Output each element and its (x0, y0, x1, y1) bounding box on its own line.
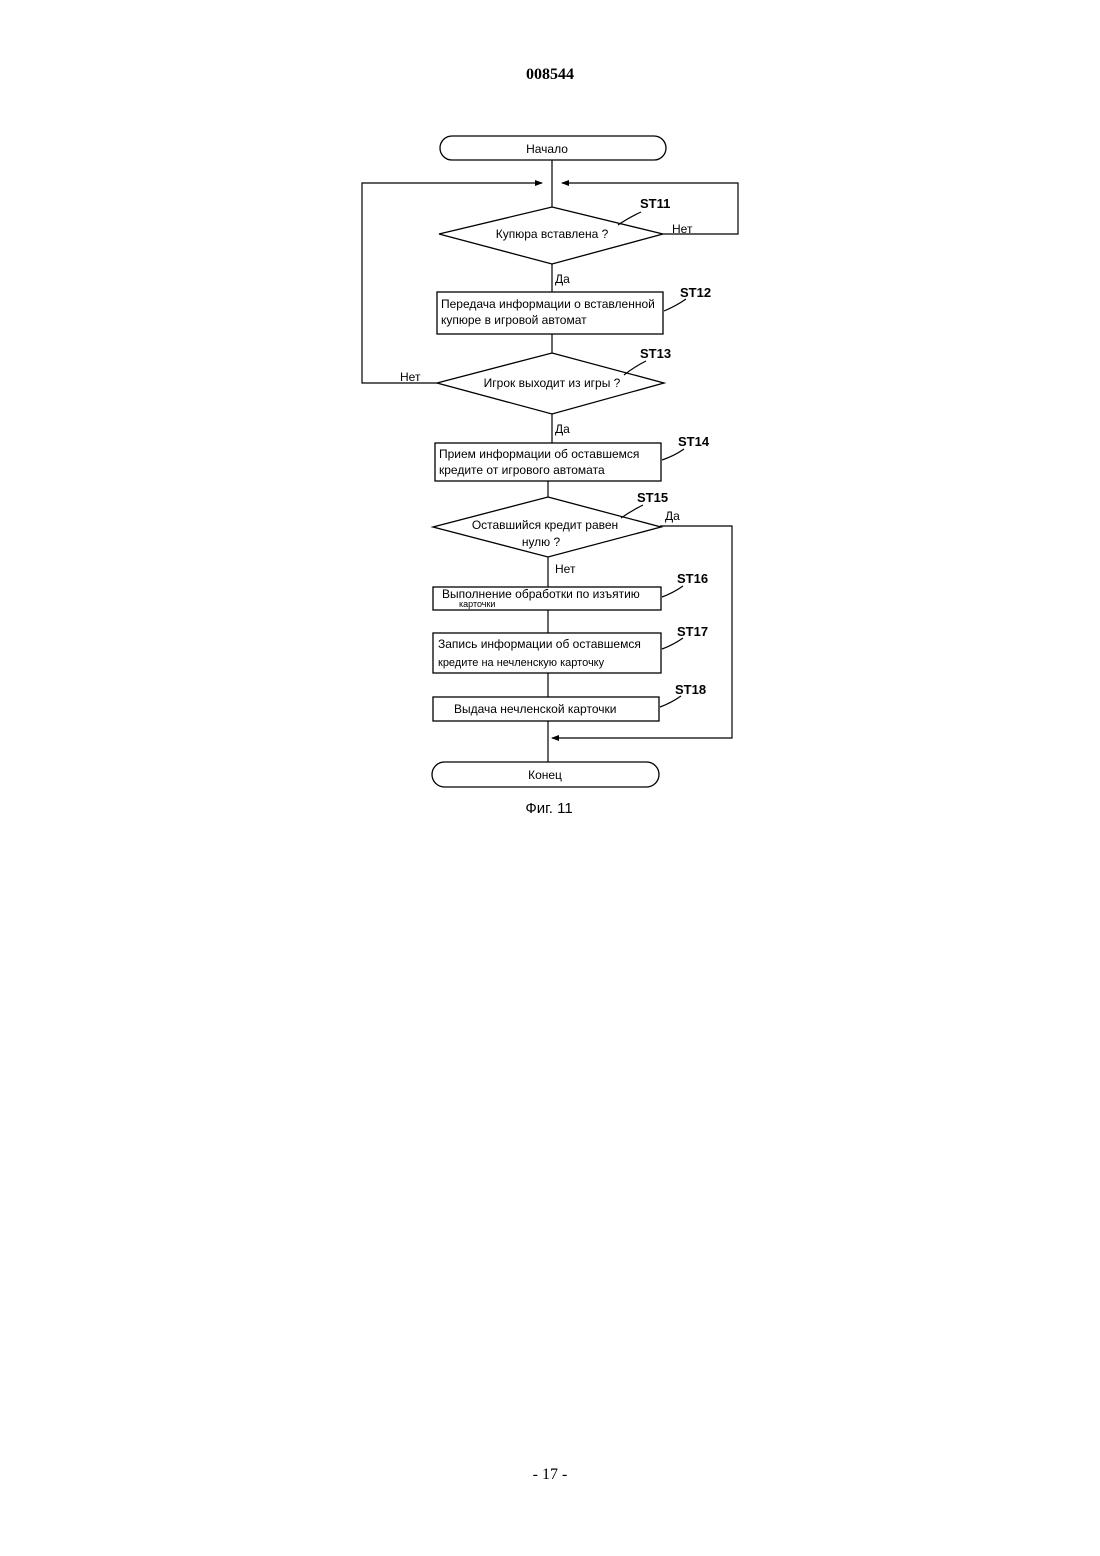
end-terminal: Конец (432, 762, 659, 787)
st15-yes-label: Да (665, 509, 680, 523)
st13-no-label: Нет (400, 370, 421, 384)
process-st14: Прием информации об оставшемся кредите о… (435, 434, 710, 481)
step-id-st15: ST15 (637, 490, 668, 505)
process-st18: Выдача нечленской карточки ST18 (433, 682, 706, 721)
step-id-st16: ST16 (677, 571, 708, 586)
st15-no-label: Нет (555, 562, 576, 576)
step-id-st18: ST18 (675, 682, 706, 697)
process-st12-line1: Передача информации о вставленной (441, 297, 655, 311)
step-id-st11: ST11 (640, 196, 670, 211)
figure-caption: Фиг. 11 (525, 800, 572, 817)
process-st12-line2: купюре в игровой автомат (441, 313, 587, 327)
process-st17-line2: кредите на нечленскую карточку (438, 657, 605, 669)
decision-st15: Оставшийся кредит равен нулю ? ST15 Да Н… (433, 490, 680, 576)
process-st17: Запись информации об оставшемся кредите … (433, 624, 708, 673)
step-id-st13: ST13 (640, 346, 671, 361)
step-id-st12: ST12 (680, 285, 711, 300)
decision-st15-line2: нулю ? (522, 535, 561, 549)
decision-st15-line1: Оставшийся кредит равен (472, 518, 618, 532)
process-st16-line2: карточки (459, 599, 495, 609)
process-st16: Выполнение обработки по изъятию карточки… (433, 571, 708, 610)
decision-st13-text: Игрок выходит из игры ? (484, 376, 621, 390)
decision-st13: Игрок выходит из игры ? ST13 Нет Да (400, 346, 671, 436)
process-st12: Передача информации о вставленной купюре… (437, 285, 711, 334)
step-id-st14: ST14 (678, 434, 710, 449)
start-label: Начало (526, 142, 568, 156)
st11-no-label: Нет (672, 222, 693, 236)
flowchart: Начало Купюра вставлена ? ST11 Нет Да Пе… (0, 0, 1100, 830)
process-st14-line1: Прием информации об оставшемся (439, 447, 639, 461)
page-number: - 17 - (0, 1466, 1100, 1484)
decision-st11-text: Купюра вставлена ? (496, 227, 609, 241)
process-st18-text: Выдача нечленской карточки (454, 702, 616, 716)
st11-yes-label: Да (555, 272, 570, 286)
process-st17-line1: Запись информации об оставшемся (438, 637, 641, 651)
start-terminal: Начало (440, 136, 666, 160)
step-id-st17: ST17 (677, 624, 708, 639)
end-label: Конец (528, 768, 562, 782)
decision-st11: Купюра вставлена ? ST11 Нет Да (439, 196, 693, 286)
st13-yes-label: Да (555, 422, 570, 436)
process-st14-line2: кредите от игрового автомата (439, 463, 605, 477)
